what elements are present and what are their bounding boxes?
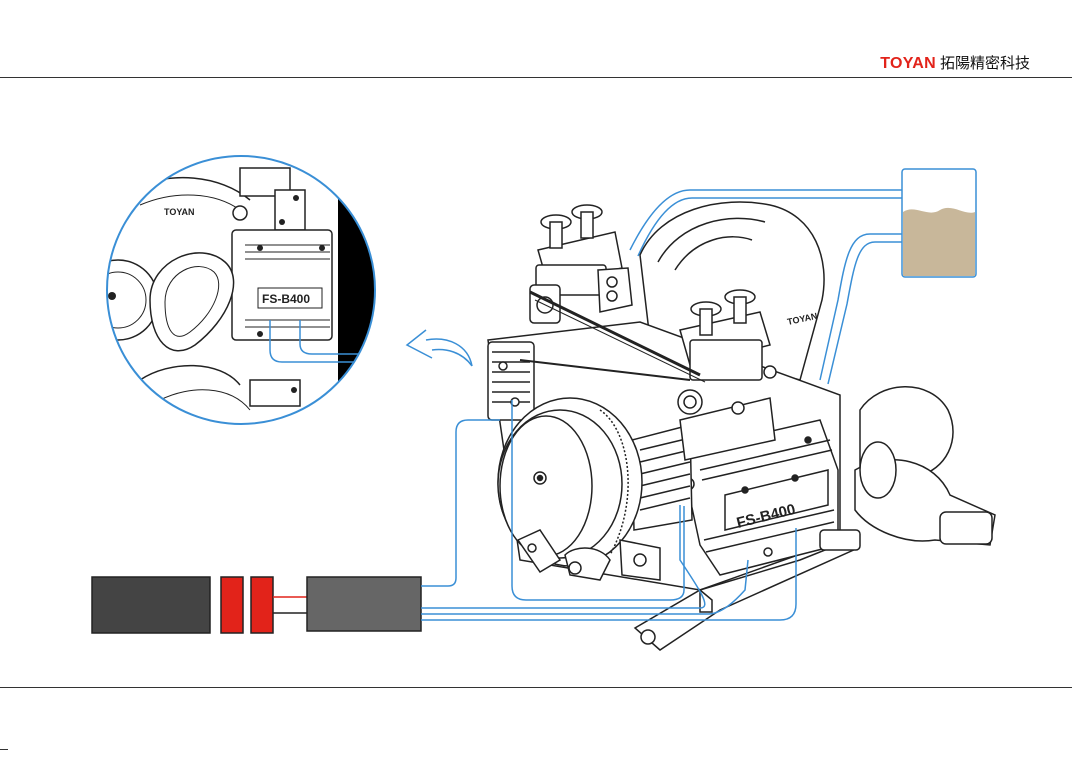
connector-left xyxy=(221,577,243,633)
zoom-detail-view: TOYAN FS-B400 xyxy=(78,150,390,440)
battery xyxy=(92,577,210,633)
zoom-arrow xyxy=(407,330,472,366)
connector-right xyxy=(251,577,273,633)
fuel-tank xyxy=(902,169,976,277)
left-cylinder-head xyxy=(488,342,534,420)
zoom-logo-text: TOYAN xyxy=(164,207,195,217)
zoom-model-label: FS-B400 xyxy=(262,292,310,306)
fuel-level xyxy=(903,208,975,276)
electrical-system xyxy=(92,577,421,633)
ignition-controller xyxy=(307,577,421,631)
